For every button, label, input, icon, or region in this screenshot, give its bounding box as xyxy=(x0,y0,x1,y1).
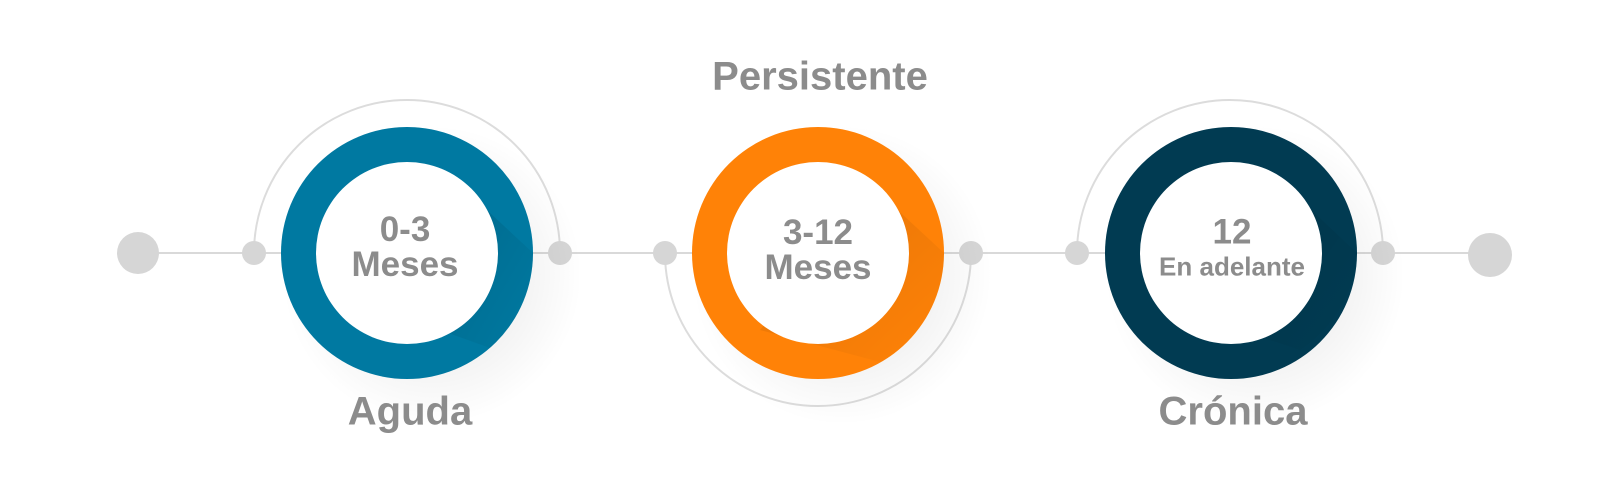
cronica-unit: En adelante xyxy=(1159,251,1305,282)
persistente-unit: Meses xyxy=(764,248,872,287)
persistente-range: 3-12 xyxy=(782,213,854,252)
stage-title-cronica: Crónica xyxy=(1158,389,1308,434)
node-5 xyxy=(1065,241,1089,265)
start-node xyxy=(117,232,159,274)
aguda-unit: Meses xyxy=(351,245,459,284)
end-node xyxy=(1468,233,1512,277)
aguda-duration: 0-3 Meses xyxy=(351,212,458,282)
ring-aguda xyxy=(281,127,534,379)
ring-persistente xyxy=(692,127,944,379)
ring-cronica xyxy=(1105,127,1357,379)
aguda-range: 0-3 xyxy=(379,210,431,249)
stage-title-aguda: Aguda xyxy=(347,389,473,434)
cronica-range: 12 xyxy=(1212,212,1252,252)
persistente-duration: 3-12 Meses xyxy=(764,215,871,285)
node-3 xyxy=(653,241,677,265)
cronica-duration: 12 En adelante xyxy=(1159,215,1305,280)
stage-title-persistente: Persistente xyxy=(712,54,928,99)
node-1 xyxy=(242,241,266,265)
